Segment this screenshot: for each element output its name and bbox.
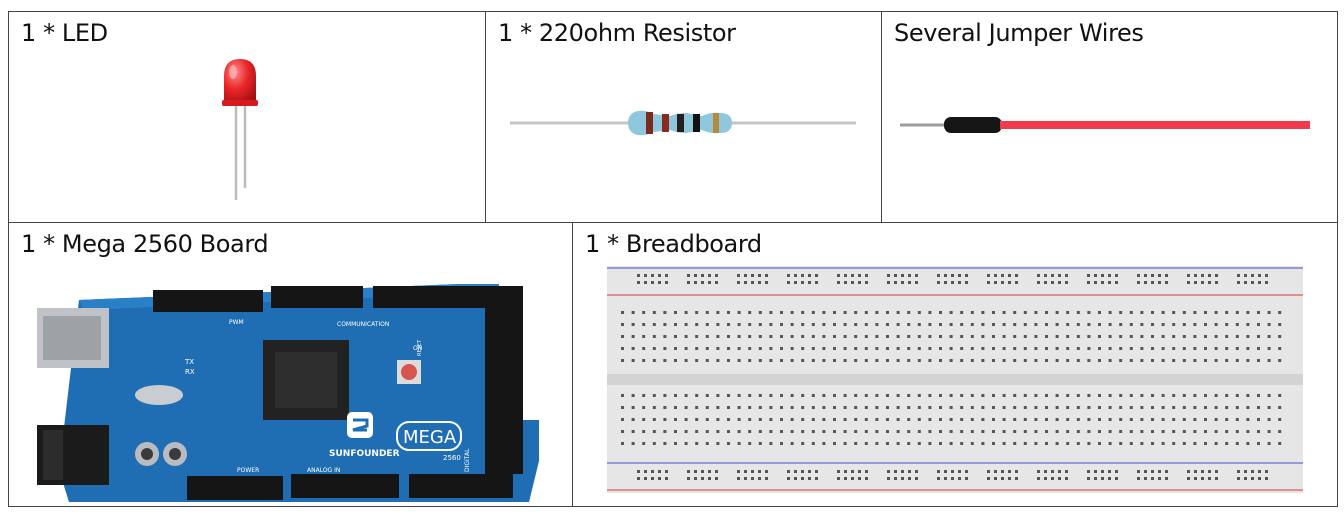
board-pwm-label: PWM: [229, 319, 244, 326]
board-model: MEGA: [403, 427, 457, 448]
cell-resistor: 1 * 220ohm Resistor: [486, 12, 882, 223]
components-table: 1 * LED 1 * 220ohm Resistor: [8, 11, 1338, 507]
jumper-wires-label: Several Jumper Wires: [894, 19, 1144, 47]
breadboard-icon: [607, 266, 1303, 493]
jumper-wire-icon: [900, 117, 1310, 133]
cell-led: 1 * LED: [9, 12, 486, 223]
board-on-label: ON: [413, 345, 422, 352]
cell-breadboard: 1 * Breadboard: [573, 223, 1339, 506]
board-model-number: 2560: [443, 454, 461, 462]
mega-2560-board-icon: SUNFOUNDER MEGA 2560 COMMUNICATION POWER…: [37, 284, 539, 502]
mega-board-label: 1 * Mega 2560 Board: [21, 230, 269, 258]
resistor-label: 1 * 220ohm Resistor: [498, 19, 736, 47]
board-rx-label: RX: [185, 368, 195, 376]
led-label: 1 * LED: [21, 19, 108, 47]
board-brand: SUNFOUNDER: [329, 449, 400, 459]
cell-jumper-wires: Several Jumper Wires: [882, 12, 1337, 223]
board-analog-label: ANALOG IN: [307, 467, 340, 474]
board-tx-label: TX: [184, 358, 194, 366]
breadboard-label: 1 * Breadboard: [585, 230, 762, 258]
board-digital-label: DIGITAL: [464, 448, 471, 472]
board-reset-label: RESET: [417, 339, 423, 356]
cell-mega-board: 1 * Mega 2560 Board: [9, 223, 573, 506]
board-communication-label: COMMUNICATION: [337, 321, 389, 328]
resistor-icon: [510, 110, 856, 136]
breadboard-holes: [621, 274, 1282, 480]
red-led-icon: [222, 59, 258, 200]
board-power-label: POWER: [237, 467, 259, 474]
